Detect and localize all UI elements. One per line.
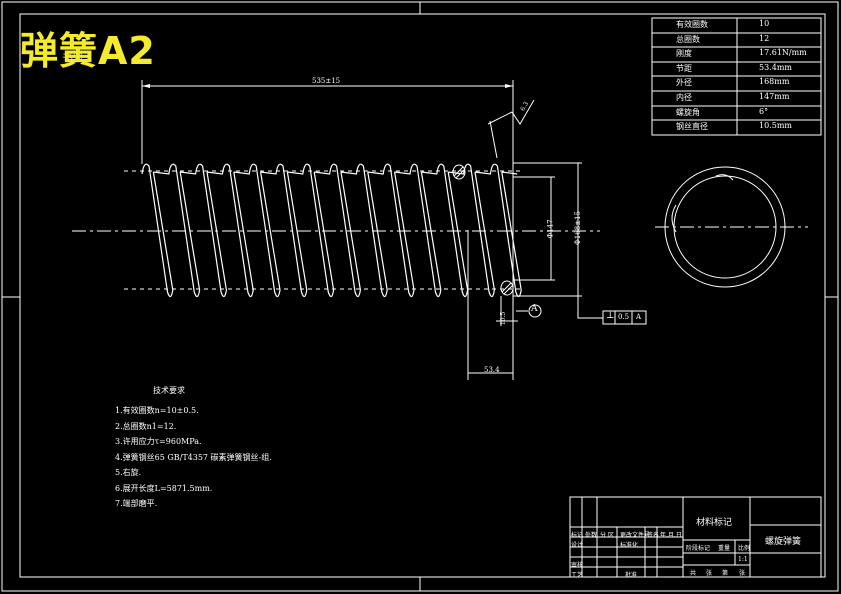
title-block-cell: 第 — [722, 570, 729, 577]
outer-dia-label: Φ168±15 — [573, 211, 582, 245]
inner-dia-label: Φ147 — [546, 219, 555, 239]
title-block-cell: 标记 — [571, 532, 584, 539]
coil-path — [141, 163, 522, 298]
title-block-cell: 更改文件号 — [620, 532, 651, 539]
arrow-left — [142, 84, 150, 88]
note-item: 4.弹簧钢丝65 GB/T4357 碳素弹簧钢丝-组. — [115, 452, 272, 462]
tolerance-value: 0.5 — [618, 313, 630, 321]
tolerance-leader — [577, 296, 603, 319]
title-block-cell: 比例 — [738, 545, 751, 552]
part-name: 螺旋弹簧 — [765, 537, 802, 547]
parameter-value: 168mm — [759, 77, 790, 86]
end-view-wire-end — [671, 204, 677, 233]
roughness-symbol — [511, 99, 535, 125]
parameter-value: 53.4mm — [759, 63, 792, 72]
parameter-name: 钢丝直径 — [676, 122, 708, 131]
end-view-wire-end-top — [715, 174, 734, 181]
notes-heading: 技术要求 — [153, 386, 185, 395]
overall-length-label: 535±15 — [312, 77, 341, 85]
parameter-table — [651, 17, 822, 136]
angle-leader — [489, 120, 498, 159]
parameter-value: 6° — [759, 107, 769, 116]
tolerance-symbol: ⊥ — [606, 311, 615, 321]
title-block-cell: 工艺 — [571, 572, 584, 579]
title-block-cell: 张 — [706, 570, 713, 577]
parameter-name: 节距 — [676, 64, 692, 73]
parameter-value: 147mm — [759, 92, 790, 101]
tolerance-frame — [602, 310, 647, 325]
title-mark: 弹簧A2 — [20, 29, 156, 73]
parameter-value: 12 — [759, 34, 770, 43]
title-block-cell: 张 — [739, 570, 746, 577]
note-item: 7.端部磨平. — [115, 499, 158, 508]
parameter-name: 总圈数 — [676, 35, 700, 44]
parameter-value: 10 — [759, 19, 770, 28]
wire-section-hatch-2 — [455, 168, 466, 179]
datum-circle — [528, 304, 542, 318]
inner-frame — [19, 13, 826, 578]
parameter-value: 17.61N/mm — [759, 48, 807, 57]
material-mark: 材料标记 — [696, 518, 733, 528]
scale-value: 1:1 — [738, 556, 748, 563]
wire-section-bottom — [500, 280, 514, 296]
title-block — [569, 496, 822, 578]
note-item: 6.展开长度L=5871.5mm. — [115, 483, 213, 493]
title-block-cell: 处数 — [585, 532, 598, 539]
title-mark-sub: 书签 — [62, 51, 84, 64]
parameter-name: 刚度 — [676, 49, 692, 58]
tolerance-datum: A — [636, 313, 642, 321]
note-item: 2.总圈数n1=12. — [115, 421, 177, 431]
roughness-leader — [487, 111, 513, 125]
title-block-cell: 阶段标记 — [686, 545, 711, 552]
title-block-cell: 签名 — [647, 532, 660, 539]
title-block-cell: 批准 — [625, 572, 638, 579]
wire-section-hatch-4 — [503, 284, 514, 295]
parameter-name: 内径 — [676, 93, 692, 102]
title-block-cell: 共 — [690, 570, 697, 577]
datum-label: A — [531, 304, 538, 314]
spring-coils — [141, 163, 522, 298]
end-length-label: 53.4 — [484, 366, 500, 374]
title-block-cell: 年.月.日 — [660, 532, 682, 539]
parameter-name: 有效圈数 — [676, 20, 708, 29]
title-block-cell: 重量 — [718, 545, 731, 552]
arrow-right — [505, 84, 513, 88]
title-block-cell: 标准化 — [620, 542, 639, 549]
wire-section-hatch-1 — [453, 166, 464, 177]
end-offset-label: 10.5 — [500, 311, 508, 326]
parameter-value: 10.5mm — [759, 121, 792, 130]
note-item: 3.许用应力τ=960MPa. — [115, 437, 202, 446]
title-block-cell: 分 区 — [600, 532, 614, 539]
title-block-cell: 审核 — [571, 562, 584, 569]
parameter-name: 螺旋角 — [676, 108, 700, 117]
wire-section-top — [452, 164, 466, 180]
parameter-name: 外径 — [676, 78, 692, 87]
title-block-cell: 设计 — [571, 542, 584, 549]
note-item: 1.有效圈数n=10±0.5. — [115, 406, 199, 415]
note-item: 5.右旋. — [115, 468, 142, 477]
wire-section-hatch-3 — [501, 282, 512, 293]
